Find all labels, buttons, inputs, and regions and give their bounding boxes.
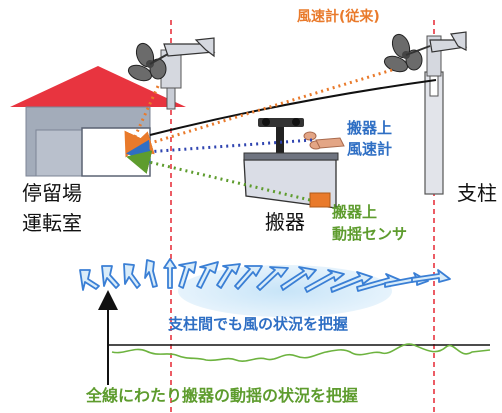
wind-arrow-icon [234, 265, 263, 290]
rope-cable [149, 79, 437, 136]
tower-label: 支柱 [457, 181, 497, 205]
conventional-anemometer-label: 風速計(従来) [297, 9, 380, 25]
wind-status-caption: 支柱間でも風の状況を把握 [168, 315, 349, 333]
sway-sensor-label-line2: 動揺センサ [332, 225, 408, 243]
onboard-anemometer-label-line1: 搬器上 [347, 119, 393, 137]
wind-arrows [79, 258, 451, 293]
wind-arrow-icon [178, 261, 197, 289]
onboard-anemometer-icon [303, 131, 345, 150]
tower-anemometer-icon [383, 31, 468, 77]
wind-arrow-icon [144, 259, 158, 288]
wind-arrow-icon [163, 258, 177, 289]
sway-status-caption: 全線にわたり搬器の動揺の状況を把握 [86, 386, 359, 405]
onboard-wind-link [126, 138, 313, 164]
wind-arrow-icon [280, 266, 317, 291]
wind-arrow-icon [196, 261, 219, 289]
sway-waveform [111, 343, 491, 362]
wind-arrow-icon [216, 263, 241, 289]
tower [424, 71, 444, 195]
wind-arrow-icon [330, 271, 373, 293]
station-label-line2: 運転室 [22, 211, 82, 235]
wind-arrow-icon [101, 265, 120, 289]
station-label-line1: 停留場 [22, 181, 82, 205]
wind-arrow-icon [123, 263, 141, 289]
wind-arrow-icon [256, 266, 289, 291]
sway-sensor-label-line1: 搬器上 [332, 203, 378, 221]
carrier-label: 搬器 [265, 210, 305, 234]
sway-link [126, 150, 311, 202]
wind-arrow-icon [411, 269, 451, 283]
wind-arrow-icon [304, 269, 345, 293]
station-anemometer-icon [127, 37, 216, 110]
wind-arrow-icon [79, 269, 100, 291]
onboard-anemometer-label-line2: 風速計 [347, 140, 393, 158]
station-building [10, 66, 186, 177]
